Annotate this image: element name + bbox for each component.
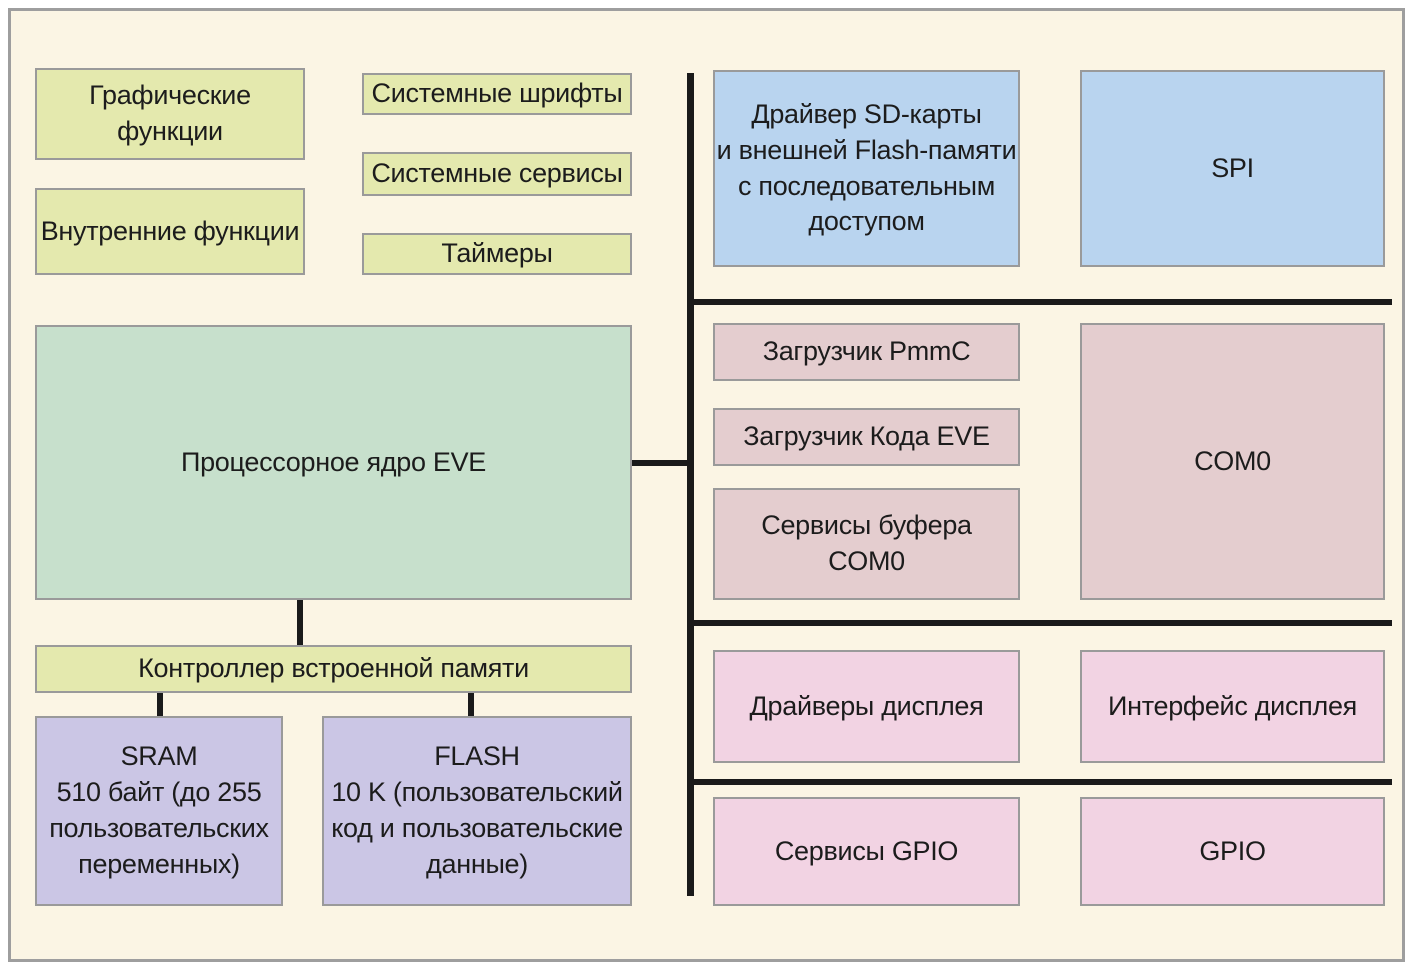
pmmc-loader-box: Загрузчик PmmC (713, 323, 1020, 381)
timers-box: Таймеры (362, 233, 632, 275)
sram-box: SRAM 510 байт (до 255 пользовательских п… (35, 716, 283, 906)
com0-buffer-services-box: Сервисы буфера COM0 (713, 488, 1020, 600)
core-to-peripheral-bus-connector (632, 460, 687, 466)
graphics-functions-box: Графические функции (35, 68, 305, 160)
core-to-memory-controller-connector (297, 600, 303, 645)
section-divider-storage (687, 299, 1392, 305)
controller-to-sram-connector (157, 693, 163, 716)
eve-code-loader-box: Загрузчик Кода EVE (713, 408, 1020, 466)
section-divider-display (687, 779, 1392, 785)
display-interface-box: Интерфейс дисплея (1080, 650, 1385, 763)
peripheral-bus-line (687, 73, 694, 896)
gpio-services-box: Сервисы GPIO (713, 797, 1020, 906)
eve-core-box: Процессорное ядро EVE (35, 325, 632, 600)
com0-box: COM0 (1080, 323, 1385, 600)
memory-controller-box: Контроллер встроенной памяти (35, 645, 632, 693)
section-divider-com (687, 620, 1392, 626)
system-fonts-box: Системные шрифты (362, 73, 632, 115)
sd-flash-driver-box: Драйвер SD-карты и внешней Flash-памяти … (713, 70, 1020, 267)
internal-functions-box: Внутренние функции (35, 188, 305, 275)
flash-box: FLASH 10 K (пользовательский код и польз… (322, 716, 632, 906)
gpio-box: GPIO (1080, 797, 1385, 906)
system-services-box: Системные сервисы (362, 152, 632, 196)
spi-box: SPI (1080, 70, 1385, 267)
controller-to-flash-connector (468, 693, 474, 716)
display-drivers-box: Драйверы дисплея (713, 650, 1020, 763)
